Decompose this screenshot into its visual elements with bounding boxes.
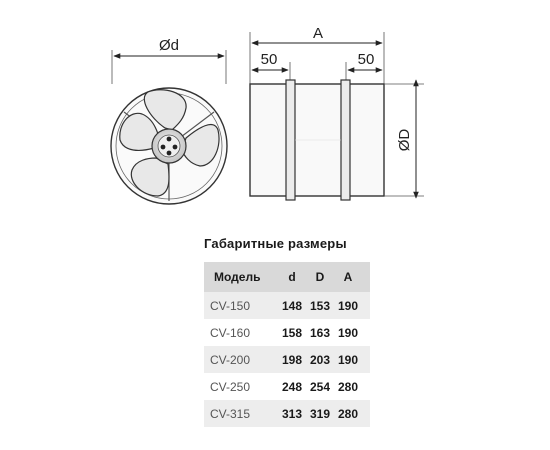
- outer-diameter-label: ØD: [396, 129, 413, 152]
- A-cell: 190: [334, 319, 362, 346]
- dimensions-table: Модель d D A CV-150 148 153 190 CV-160 1…: [204, 262, 370, 427]
- length-dimension: A: [249, 25, 385, 90]
- model-cell: CV-315: [204, 400, 278, 427]
- table-row: CV-150 148 153 190: [204, 292, 370, 319]
- D-cell: 319: [306, 400, 334, 427]
- fan-side-view: [249, 79, 385, 201]
- model-cell: CV-160: [204, 319, 278, 346]
- table-row: CV-315 313 319 280: [204, 400, 370, 427]
- header-model: Модель: [204, 262, 278, 292]
- model-cell: CV-200: [204, 346, 278, 373]
- A-cell: 190: [334, 346, 362, 373]
- header-A: A: [334, 262, 362, 292]
- front-diameter-dimension: Ød: [111, 37, 227, 84]
- d-cell: 248: [278, 373, 306, 400]
- right-offset-label: 50: [358, 51, 375, 68]
- fan-dimension-drawing: Ød A 50 50: [110, 25, 424, 205]
- d-cell: 313: [278, 400, 306, 427]
- left-offset-label: 50: [261, 51, 278, 68]
- table-title: Габаритные размеры: [204, 236, 347, 251]
- D-cell: 163: [306, 319, 334, 346]
- fan-front-view: [110, 87, 228, 205]
- d-cell: 198: [278, 346, 306, 373]
- table-row: CV-250 248 254 280: [204, 373, 370, 400]
- d-cell: 158: [278, 319, 306, 346]
- table-header-row: Модель d D A: [204, 262, 370, 292]
- model-cell: CV-250: [204, 373, 278, 400]
- offset-dimensions: 50 50: [251, 51, 383, 90]
- A-cell: 190: [334, 292, 362, 319]
- header-d: d: [278, 262, 306, 292]
- A-cell: 280: [334, 400, 362, 427]
- model-cell: CV-150: [204, 292, 278, 319]
- d-cell: 148: [278, 292, 306, 319]
- D-cell: 203: [306, 346, 334, 373]
- outer-diameter-dimension: ØD: [384, 79, 424, 199]
- header-D: D: [306, 262, 334, 292]
- D-cell: 254: [306, 373, 334, 400]
- table-row: CV-200 198 203 190: [204, 346, 370, 373]
- front-diameter-label: Ød: [159, 37, 179, 54]
- length-label: A: [313, 25, 323, 42]
- D-cell: 153: [306, 292, 334, 319]
- table-row: CV-160 158 163 190: [204, 319, 370, 346]
- A-cell: 280: [334, 373, 362, 400]
